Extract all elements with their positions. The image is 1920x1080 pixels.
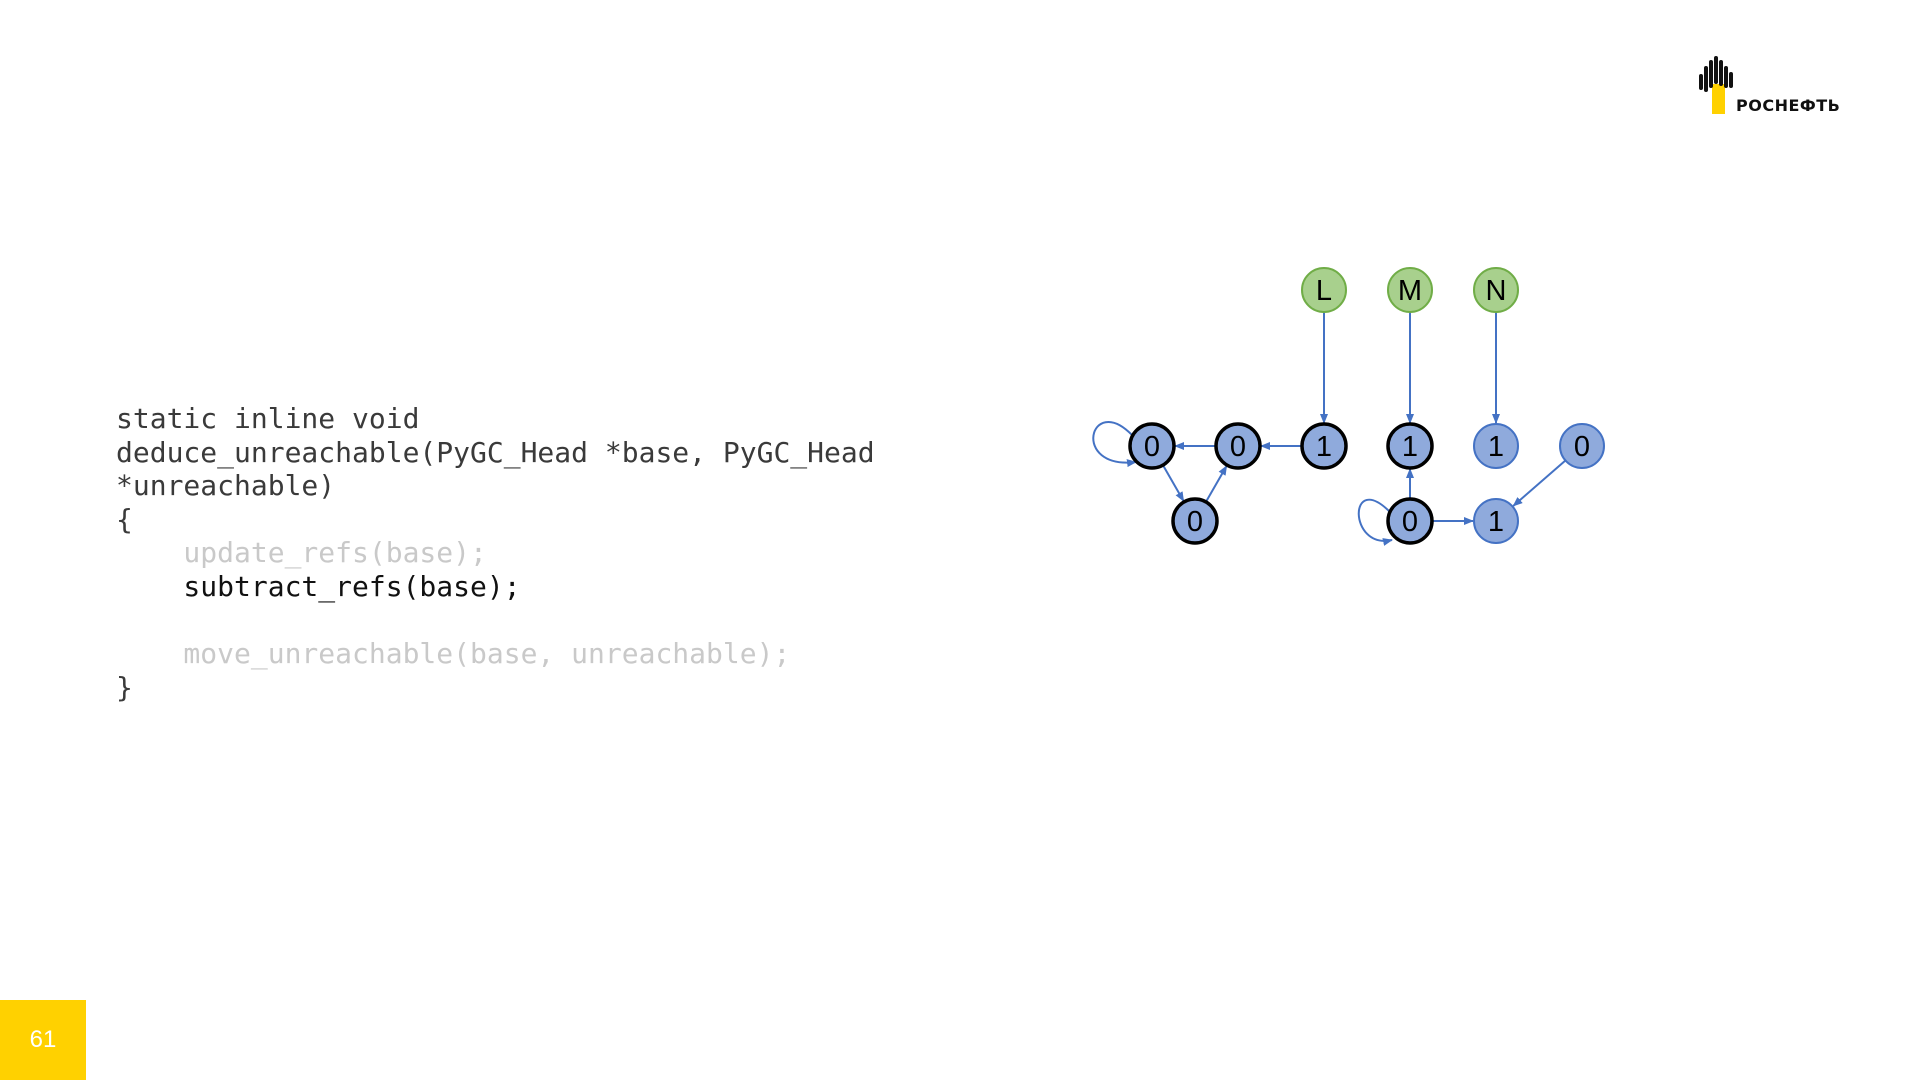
- node-circle: [1214, 422, 1262, 470]
- object-node: 0: [1214, 422, 1262, 470]
- code-line: deduce_unreachable(PyGC_Head *base, PyGC…: [116, 435, 875, 469]
- root-node-N: N: [1473, 267, 1519, 313]
- node-circle: [1386, 497, 1434, 545]
- object-node: 1: [1473, 498, 1519, 544]
- node-circle: [1171, 497, 1219, 545]
- edges-layer: [1092, 312, 1567, 546]
- code-line: {: [116, 502, 133, 536]
- code-line: static inline void: [116, 402, 420, 435]
- object-node: 0: [1171, 497, 1219, 545]
- node-label: 0: [1574, 431, 1590, 463]
- root-node-M: M: [1387, 267, 1433, 313]
- node-label: 1: [1488, 506, 1504, 538]
- node-circle: [1473, 267, 1519, 313]
- edge-h-to-i: [1512, 459, 1567, 507]
- object-node: 0: [1128, 422, 1176, 470]
- rosneft-flame-icon: [1699, 56, 1733, 114]
- node-circle: [1301, 267, 1347, 313]
- object-node: 0: [1559, 423, 1605, 469]
- object-node: 1: [1300, 422, 1348, 470]
- node-label: 0: [1144, 431, 1160, 463]
- code-line: move_unreachable(base, unreachable);: [116, 637, 791, 671]
- edge-a-to-c: [1162, 464, 1185, 502]
- logo-text: РОСНЕФТЬ: [1736, 96, 1841, 115]
- object-node: 1: [1473, 423, 1519, 469]
- node-label: 0: [1402, 506, 1418, 538]
- node-label: 1: [1402, 431, 1418, 463]
- nodes-layer: L M N 0 0 0 1 1 0 1 0 1: [1128, 267, 1605, 545]
- node-label: 1: [1316, 431, 1332, 463]
- rosneft-logo: РОСНЕФТЬ: [1698, 56, 1888, 120]
- code-line: }: [116, 670, 133, 704]
- node-label: 0: [1187, 506, 1203, 538]
- object-node: 1: [1386, 422, 1434, 470]
- gc-reference-graph: L M N 0 0 0 1 1 0 1 0 1: [1092, 267, 1605, 546]
- node-circle: [1300, 422, 1348, 470]
- node-circle: [1473, 423, 1519, 469]
- node-circle: [1387, 267, 1433, 313]
- node-label: 0: [1230, 431, 1246, 463]
- root-node-L: L: [1301, 267, 1347, 313]
- node-circle: [1559, 423, 1605, 469]
- node-circle: [1386, 422, 1434, 470]
- page-number: 61: [0, 1000, 86, 1080]
- code-line: update_refs(base);: [116, 536, 487, 570]
- code-line: [116, 604, 875, 638]
- node-label: N: [1486, 275, 1507, 307]
- object-node: 0: [1386, 497, 1434, 545]
- node-circle: [1473, 498, 1519, 544]
- code-line: *unreachable): [116, 469, 336, 503]
- edge-f-to-f: [1357, 498, 1393, 546]
- node-label: 1: [1488, 431, 1504, 463]
- code-line: subtract_refs(base);: [116, 569, 521, 603]
- edge-c-to-b: [1205, 465, 1228, 503]
- node-label: L: [1316, 275, 1332, 307]
- edge-a-to-a: [1092, 421, 1137, 468]
- node-circle: [1128, 422, 1176, 470]
- node-label: M: [1398, 275, 1422, 307]
